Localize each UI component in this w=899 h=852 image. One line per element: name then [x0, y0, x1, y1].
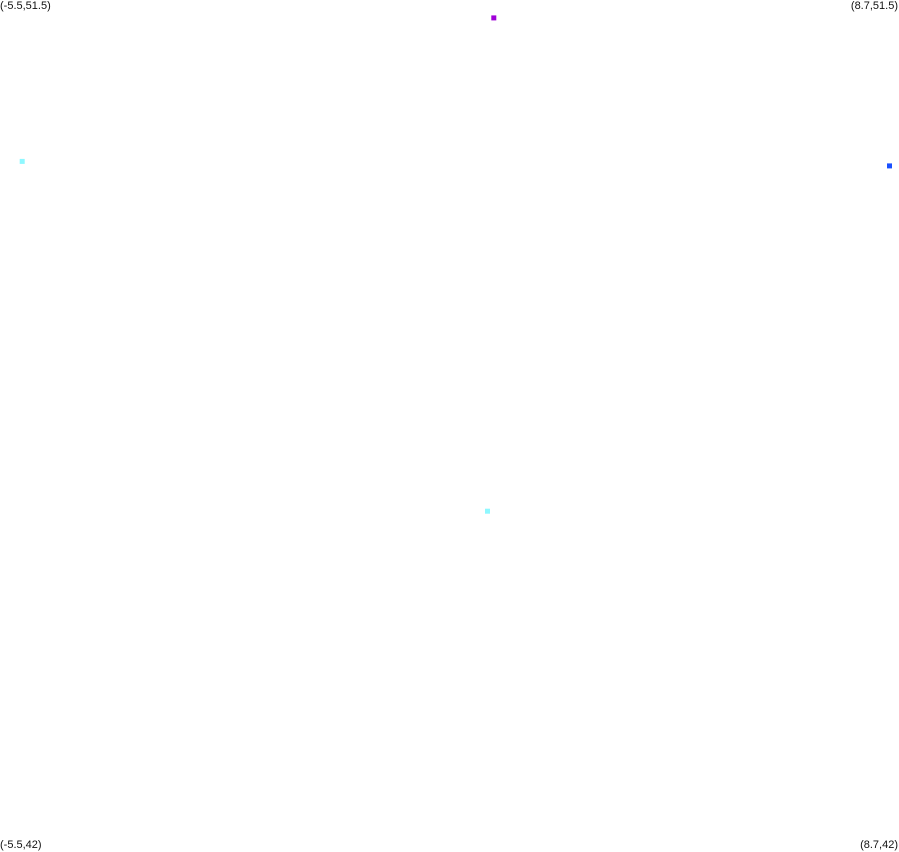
map-point-marker[interactable] [485, 508, 490, 514]
map-point-marker[interactable] [19, 158, 25, 164]
corner-label-bottom-right: (8.7,42) [860, 839, 898, 851]
corner-label-bottom-left: (-5.5,42) [0, 839, 42, 851]
map-point-marker[interactable] [887, 163, 892, 169]
map-point-marker[interactable] [491, 15, 497, 21]
corner-label-top-left: (-5.5,51.5) [0, 0, 51, 12]
corner-label-top-right: (8.7,51.5) [850, 0, 898, 12]
